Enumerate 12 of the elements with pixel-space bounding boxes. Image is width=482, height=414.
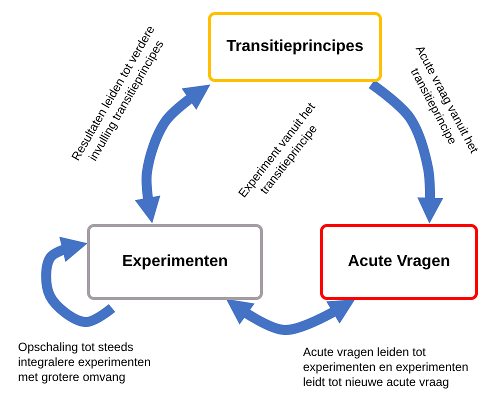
process-box [87,224,263,300]
arrow [134,84,210,224]
note: Opschaling tot steeds integralere experimenten met grotere omvang [18,340,152,385]
box-label: Acute Vragen [348,253,450,271]
box-label: Experimenten [122,253,228,271]
process-box [208,12,382,82]
arrow [41,236,116,327]
arrow [226,299,356,335]
box-label: Transitieprincipes [226,38,364,56]
process-box [320,224,478,300]
note: Acute vragen leiden tot experimenten en experimenten leidt tot nieuwe acute vraag [303,345,470,390]
arrow [368,80,444,224]
